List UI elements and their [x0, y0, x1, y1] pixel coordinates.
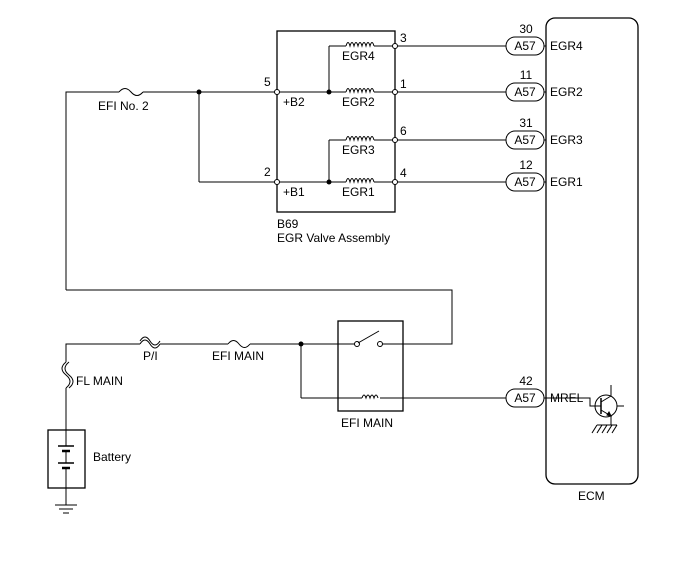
efi-main-relay-box — [337, 320, 404, 412]
connector-label: A57 — [514, 391, 536, 405]
ecm-signal-label: EGR2 — [550, 85, 583, 99]
valve-pin-terminals — [274, 43, 398, 185]
connector-oval — [505, 172, 545, 192]
connector-oval — [505, 388, 545, 408]
junction-dot — [326, 89, 332, 95]
connector-oval — [505, 36, 545, 56]
fl-main-fuse-icon — [61, 361, 74, 389]
coil-label: EGR2 — [342, 95, 375, 109]
valve-pin-number: 6 — [400, 124, 407, 138]
valve-ref-label: B69 — [277, 217, 299, 231]
valve-pin-number: 5 — [264, 75, 271, 89]
connector-label: A57 — [514, 85, 536, 99]
coil-icon — [345, 88, 375, 94]
valve-supply-label: +B2 — [283, 95, 305, 109]
junction-dot — [326, 179, 332, 185]
junction-dot — [298, 341, 304, 347]
ecm-signal-label: EGR3 — [550, 133, 583, 147]
coil-label: EGR3 — [342, 143, 375, 157]
valve-pin-number: 3 — [400, 31, 407, 45]
connector-oval — [505, 130, 545, 150]
coil-egr4: EGR4 — [342, 42, 375, 63]
valve-pin-number: 2 — [264, 165, 271, 179]
ecm-pin-number: 12 — [519, 158, 533, 172]
efi-main-fuse-label: EFI MAIN — [212, 349, 264, 363]
relay-switch-icon — [354, 330, 383, 347]
efi-no2-fuse-label: EFI No. 2 — [98, 99, 149, 113]
valve-name-label: EGR Valve Assembly — [277, 231, 390, 245]
fl-main-fuse-label: FL MAIN — [76, 374, 123, 388]
ecm-pin-number: 31 — [519, 116, 533, 130]
ecm-signal-label: EGR1 — [550, 175, 583, 189]
pi-fuse-label: P/I — [143, 349, 158, 363]
transistor-icon — [546, 385, 624, 425]
ecm-label: ECM — [578, 489, 605, 503]
ground-icon — [55, 504, 77, 514]
connector-label: A57 — [514, 133, 536, 147]
ecm-ground-icon — [591, 424, 618, 434]
ecm-pin-number: 30 — [519, 22, 533, 36]
relay-label: EFI MAIN — [341, 416, 393, 430]
ecm-signal-label: EGR4 — [550, 39, 583, 53]
connector-label: A57 — [514, 175, 536, 189]
ecm-pin-number: 11 — [520, 68, 533, 82]
valve-pin-number: 1 — [400, 77, 407, 91]
valve-supply-label: +B1 — [283, 185, 305, 199]
junction-dot — [196, 89, 202, 95]
coil-icon — [345, 136, 375, 142]
coil-label: EGR1 — [342, 185, 375, 199]
battery-icon — [58, 430, 74, 488]
coil-egr2: EGR2 — [342, 88, 375, 109]
valve-pin-number: 4 — [400, 166, 407, 180]
pi-fuse-icon — [139, 336, 161, 349]
wires — [65, 45, 546, 505]
coil-icon — [345, 178, 375, 184]
ecm-terminals: A5730EGR4A5711EGR2A5731EGR3A5712EGR1A574… — [505, 22, 584, 408]
efi-no2-fuse-icon — [118, 88, 144, 96]
egr-valve-box — [276, 30, 396, 213]
battery-label: Battery — [93, 450, 131, 464]
connector-oval — [505, 82, 545, 102]
relay-coil-icon — [361, 394, 379, 400]
coil-egr1: EGR1 — [342, 178, 375, 199]
connector-label: A57 — [514, 39, 536, 53]
efi-main-fuse-icon — [227, 340, 251, 348]
coil-label: EGR4 — [342, 49, 375, 63]
coil-egr3: EGR3 — [342, 136, 375, 157]
coil-icon — [345, 42, 375, 48]
ecm-pin-number: 42 — [519, 374, 533, 388]
ecm-box — [545, 17, 639, 485]
